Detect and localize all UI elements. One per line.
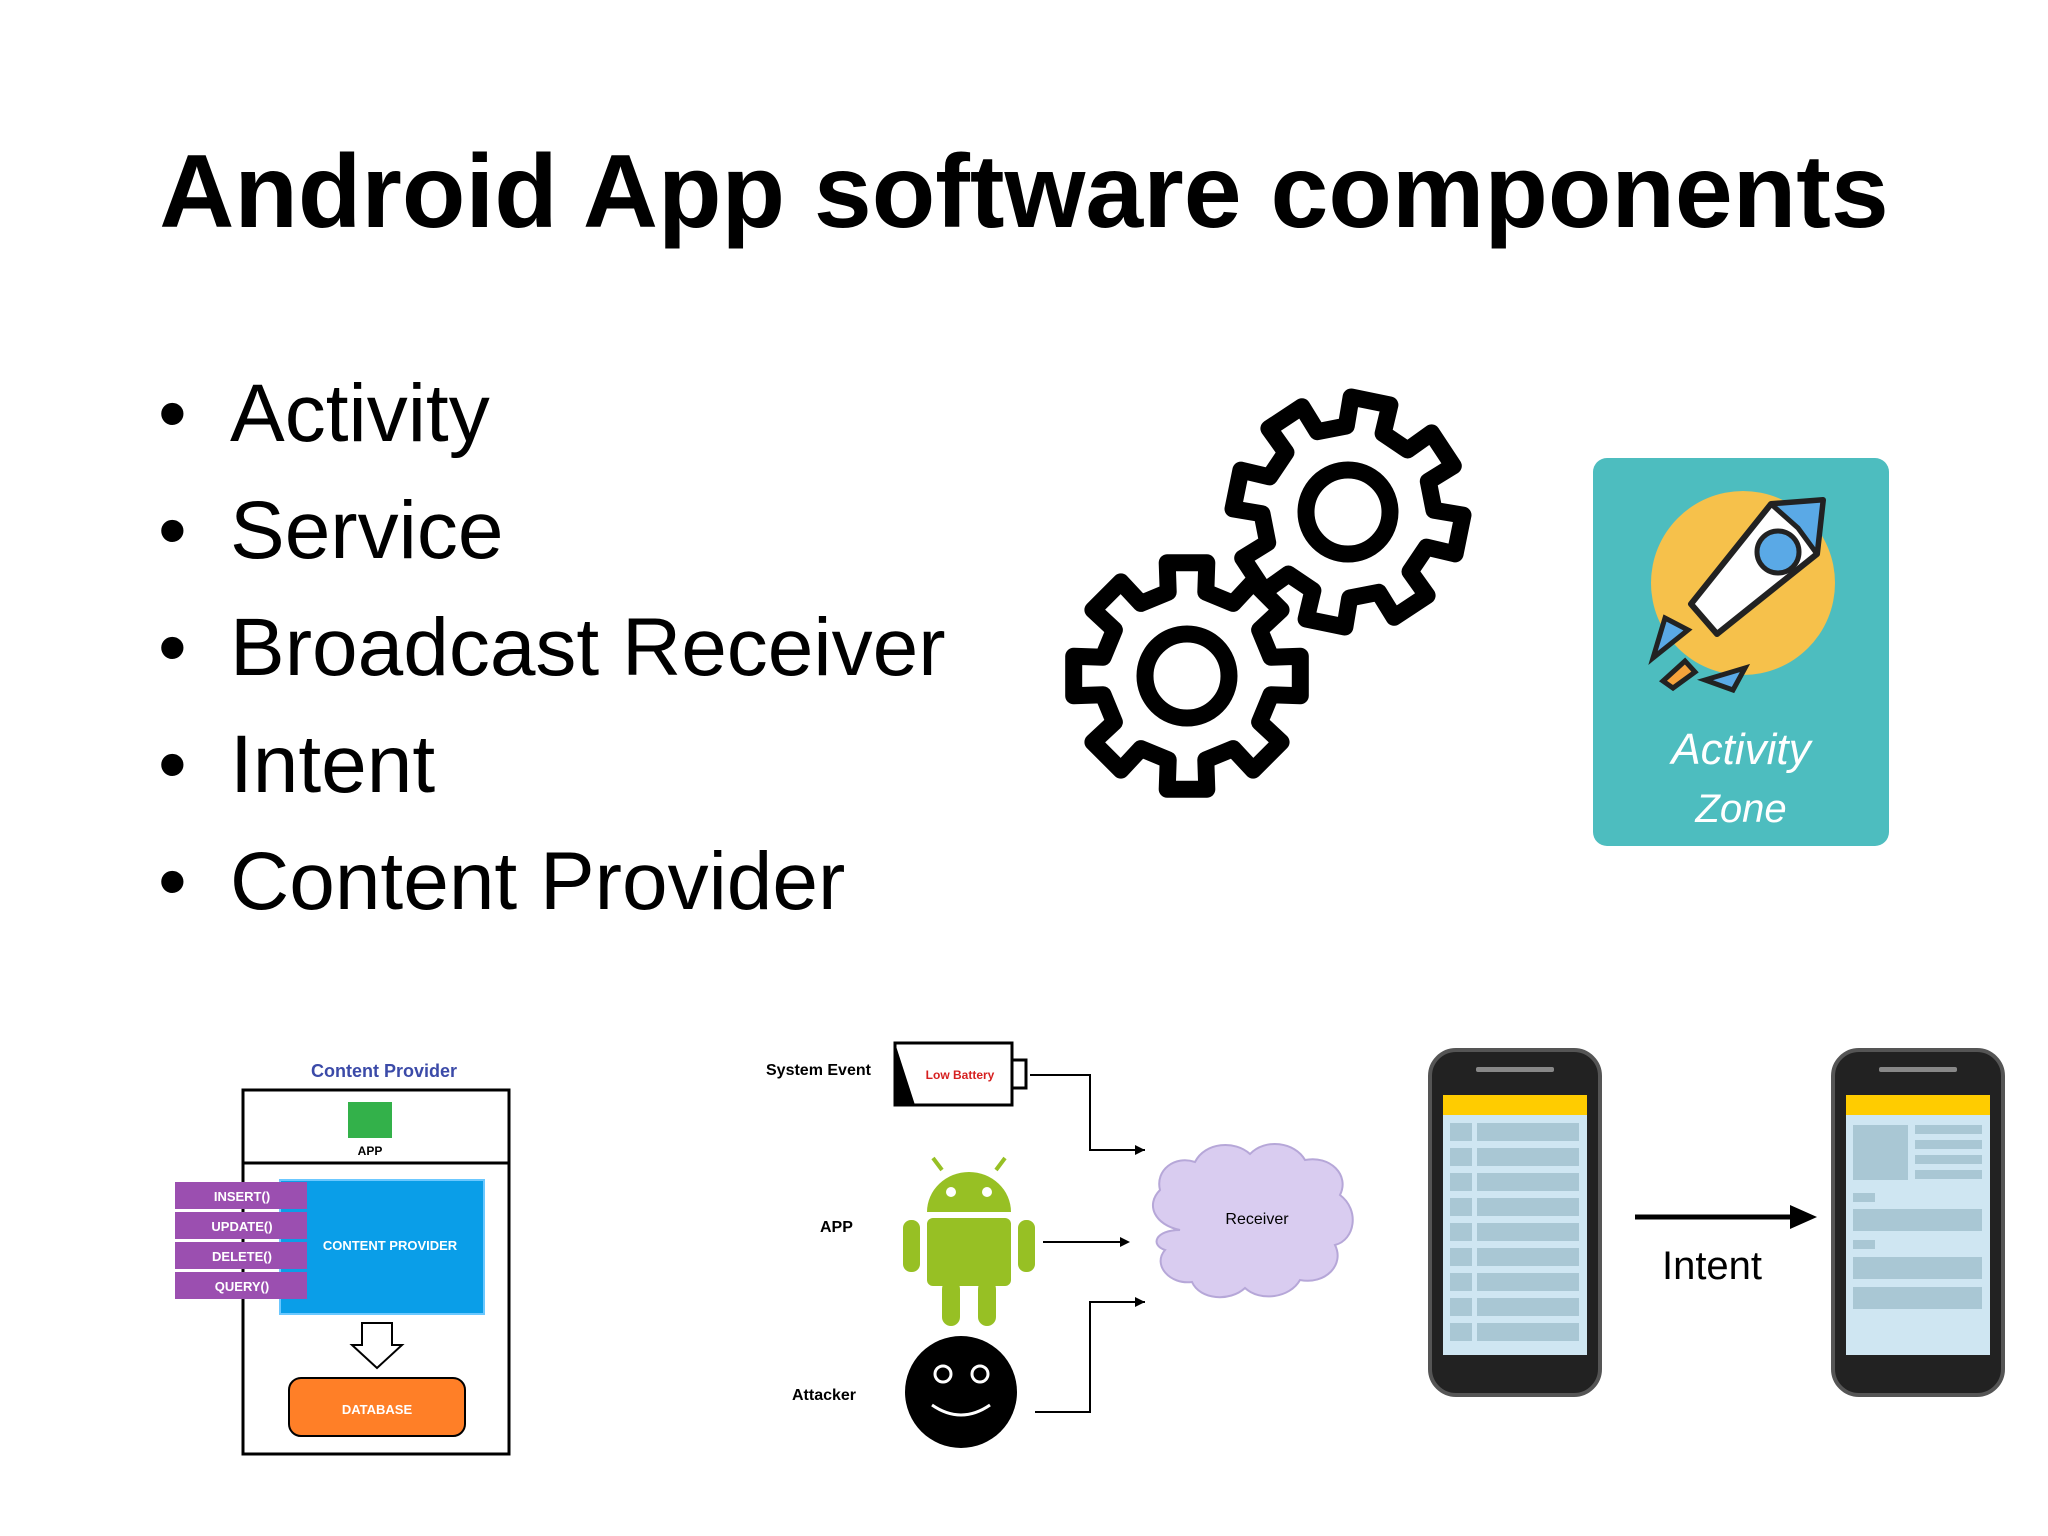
list-item: • Service [158, 472, 946, 589]
battery-text: Low Battery [926, 1068, 995, 1082]
phone-left [1428, 1048, 1602, 1397]
bullet-icon: • [158, 836, 187, 927]
rocket-icon [1648, 497, 1826, 694]
list-item-label: Service [230, 485, 504, 576]
broadcast-diagram: System Event Low Battery APP Attacker Re… [766, 1041, 1354, 1448]
bullet-icon: • [158, 602, 187, 693]
gear-small-icon [1065, 554, 1309, 798]
method-label: QUERY() [215, 1279, 269, 1294]
receiver-label: Receiver [1225, 1211, 1289, 1228]
method-update [175, 1212, 307, 1239]
attacker-face-icon [905, 1336, 1017, 1448]
battery-icon: Low Battery [893, 1041, 1028, 1107]
arrow-system-to-receiver [1030, 1074, 1145, 1151]
list-item: • Activity [158, 355, 946, 472]
phone-right [1831, 1048, 2005, 1397]
method-delete [175, 1242, 307, 1269]
arrow-attacker-to-receiver [1035, 1301, 1145, 1413]
bullet-icon: • [158, 719, 187, 810]
list-item-label: Content Provider [230, 836, 846, 927]
receiver-cloud [1151, 1142, 1354, 1299]
component-list: • Activity • Service • Broadcast Receiver •… [158, 355, 946, 940]
gear-large-icon [1224, 388, 1472, 636]
method-label: INSERT() [214, 1189, 270, 1204]
cp-app-label: APP [358, 1144, 383, 1158]
badge-line2: Zone [1694, 787, 1786, 831]
gear-small-hole [1136, 625, 1238, 727]
list-item-label: Intent [230, 719, 436, 810]
database-label: DATABASE [342, 1402, 413, 1417]
database-box [288, 1377, 466, 1437]
method-insert [175, 1182, 307, 1209]
app-icon [348, 1102, 392, 1138]
list-item: • Intent [158, 706, 946, 823]
gears-icon [1065, 388, 1472, 798]
system-event-label: System Event [766, 1062, 872, 1079]
cp-box-label: CONTENT PROVIDER [323, 1238, 458, 1253]
content-provider-diagram: Content Provider APP CONTENT PROVIDER IN… [175, 1061, 511, 1456]
list-item-label: Broadcast Receiver [230, 602, 946, 693]
list-item: • Broadcast Receiver [158, 589, 946, 706]
intent-label: Intent [1662, 1244, 1762, 1288]
android-icon [903, 1156, 1035, 1326]
gear-large-hole [1297, 461, 1399, 563]
attacker-label: Attacker [792, 1387, 856, 1404]
app-label: APP [820, 1219, 853, 1236]
activity-zone-badge: Activity Zone [1593, 458, 1889, 846]
bullet-icon: • [158, 368, 187, 459]
method-label: UPDATE() [211, 1219, 272, 1234]
slide-title: Android App software components [159, 134, 1889, 250]
badge-line1: Activity [1668, 725, 1813, 774]
list-item: • Content Provider [158, 823, 946, 940]
list-item-label: Activity [230, 368, 490, 459]
cp-title: Content Provider [311, 1061, 457, 1081]
method-label: DELETE() [212, 1249, 272, 1264]
intent-diagram: Intent [1428, 1048, 2005, 1397]
method-query [175, 1272, 307, 1299]
bullet-icon: • [158, 485, 187, 576]
